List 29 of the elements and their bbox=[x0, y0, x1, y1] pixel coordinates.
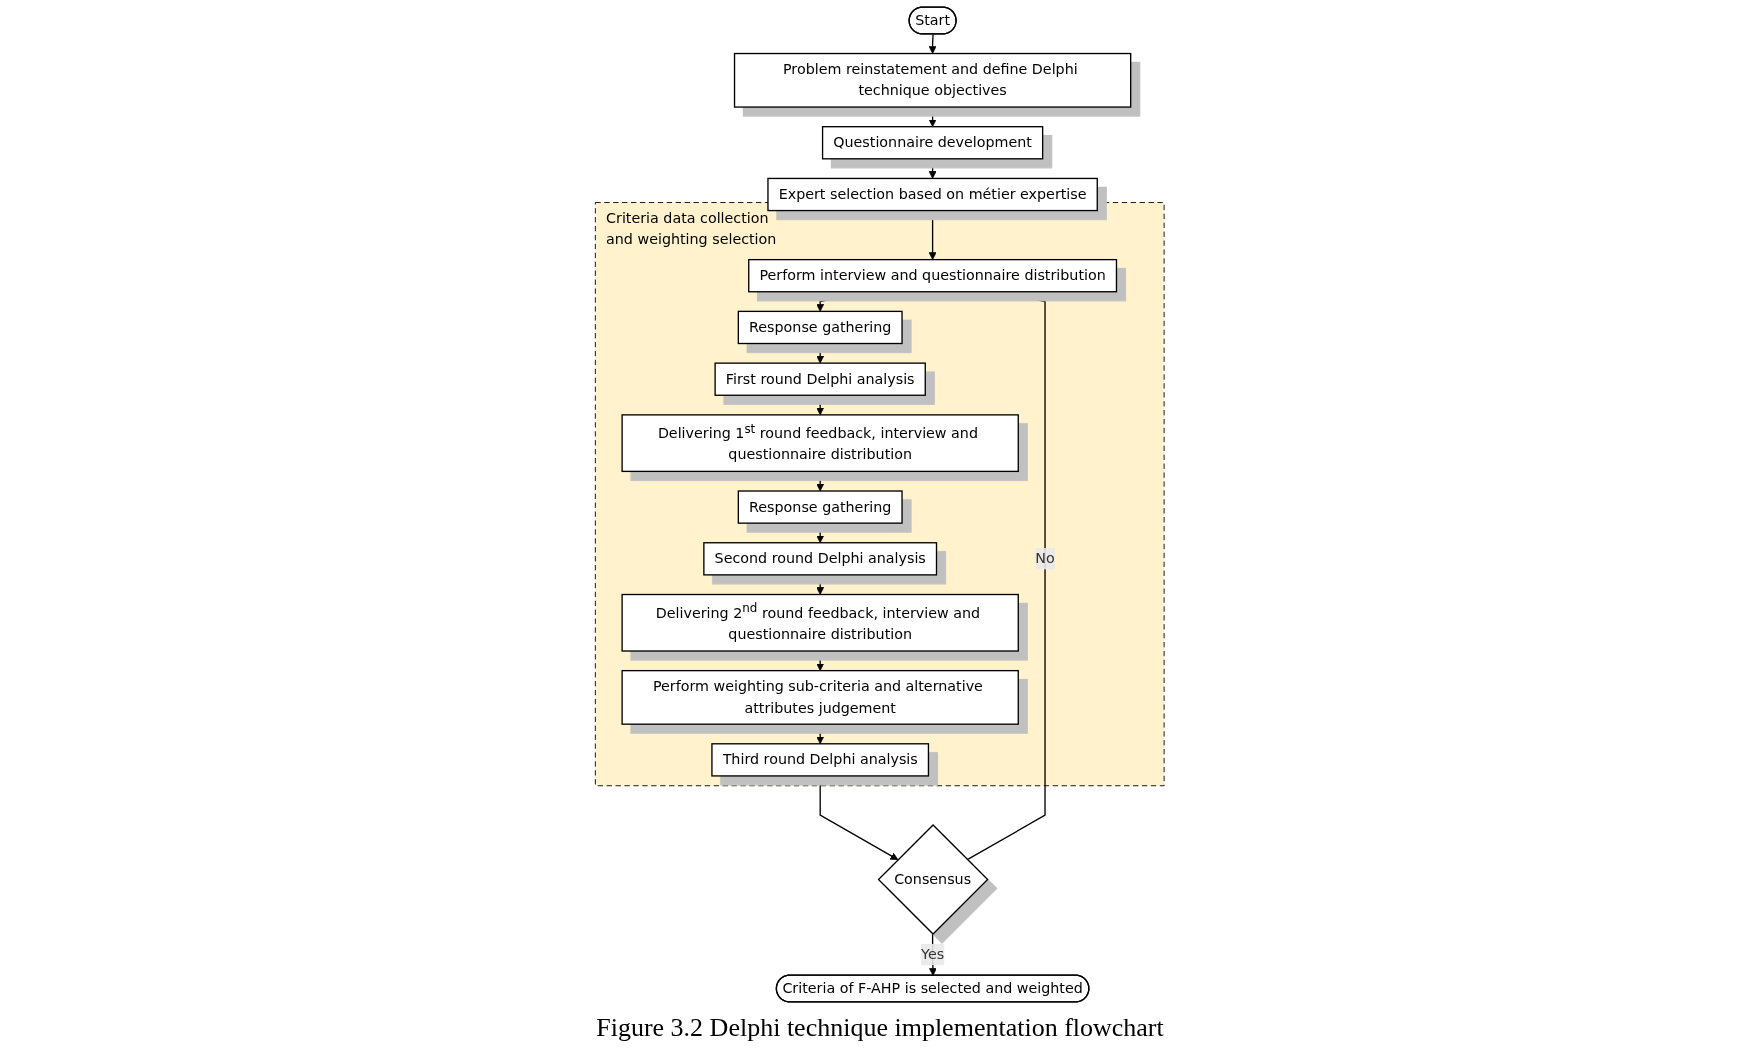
figure-caption: Figure 3.2 Delphi technique implementation flowchart bbox=[596, 1013, 1164, 1043]
arrow bbox=[816, 342, 825, 364]
node-box: Perform weighting sub-criteria and alternative attributes judgement bbox=[621, 669, 1020, 725]
node-diamond: Consensus bbox=[877, 824, 989, 935]
node-box: Perform interview and questionnaire distribution bbox=[748, 258, 1118, 293]
node-box: First round Delphi analysis bbox=[714, 362, 927, 396]
edge-label: No bbox=[1035, 549, 1055, 567]
node-box: Problem reinstatement and define Delphi technique objectives bbox=[734, 52, 1132, 108]
arrow bbox=[816, 522, 825, 544]
node-box: Expert selection based on métier expertise bbox=[767, 177, 1099, 212]
node-box: Delivering 2$^{nd}$ round feedback, interview and questionnaire distribution bbox=[621, 593, 1020, 652]
node-box: Third round Delphi analysis bbox=[711, 743, 930, 777]
arrow bbox=[819, 775, 899, 861]
arrow bbox=[928, 158, 937, 179]
arrow bbox=[816, 574, 825, 595]
node-box: Questionnaire development bbox=[822, 126, 1044, 160]
node-box: Response gathering bbox=[737, 310, 903, 345]
node-box: Response gathering bbox=[737, 490, 903, 524]
arrow bbox=[816, 650, 825, 671]
node-box: Second round Delphi analysis bbox=[703, 542, 938, 576]
edge-label: Yes bbox=[921, 945, 945, 963]
arrow bbox=[816, 470, 825, 492]
arrow bbox=[928, 209, 937, 260]
arrow bbox=[928, 106, 937, 128]
arrow bbox=[816, 394, 825, 416]
arrow bbox=[816, 291, 864, 312]
arrow bbox=[816, 723, 825, 745]
arrow bbox=[928, 33, 937, 54]
node-box: Delivering 1$^{st}$ round feedback, interview and questionnaire distribution bbox=[621, 414, 1020, 473]
